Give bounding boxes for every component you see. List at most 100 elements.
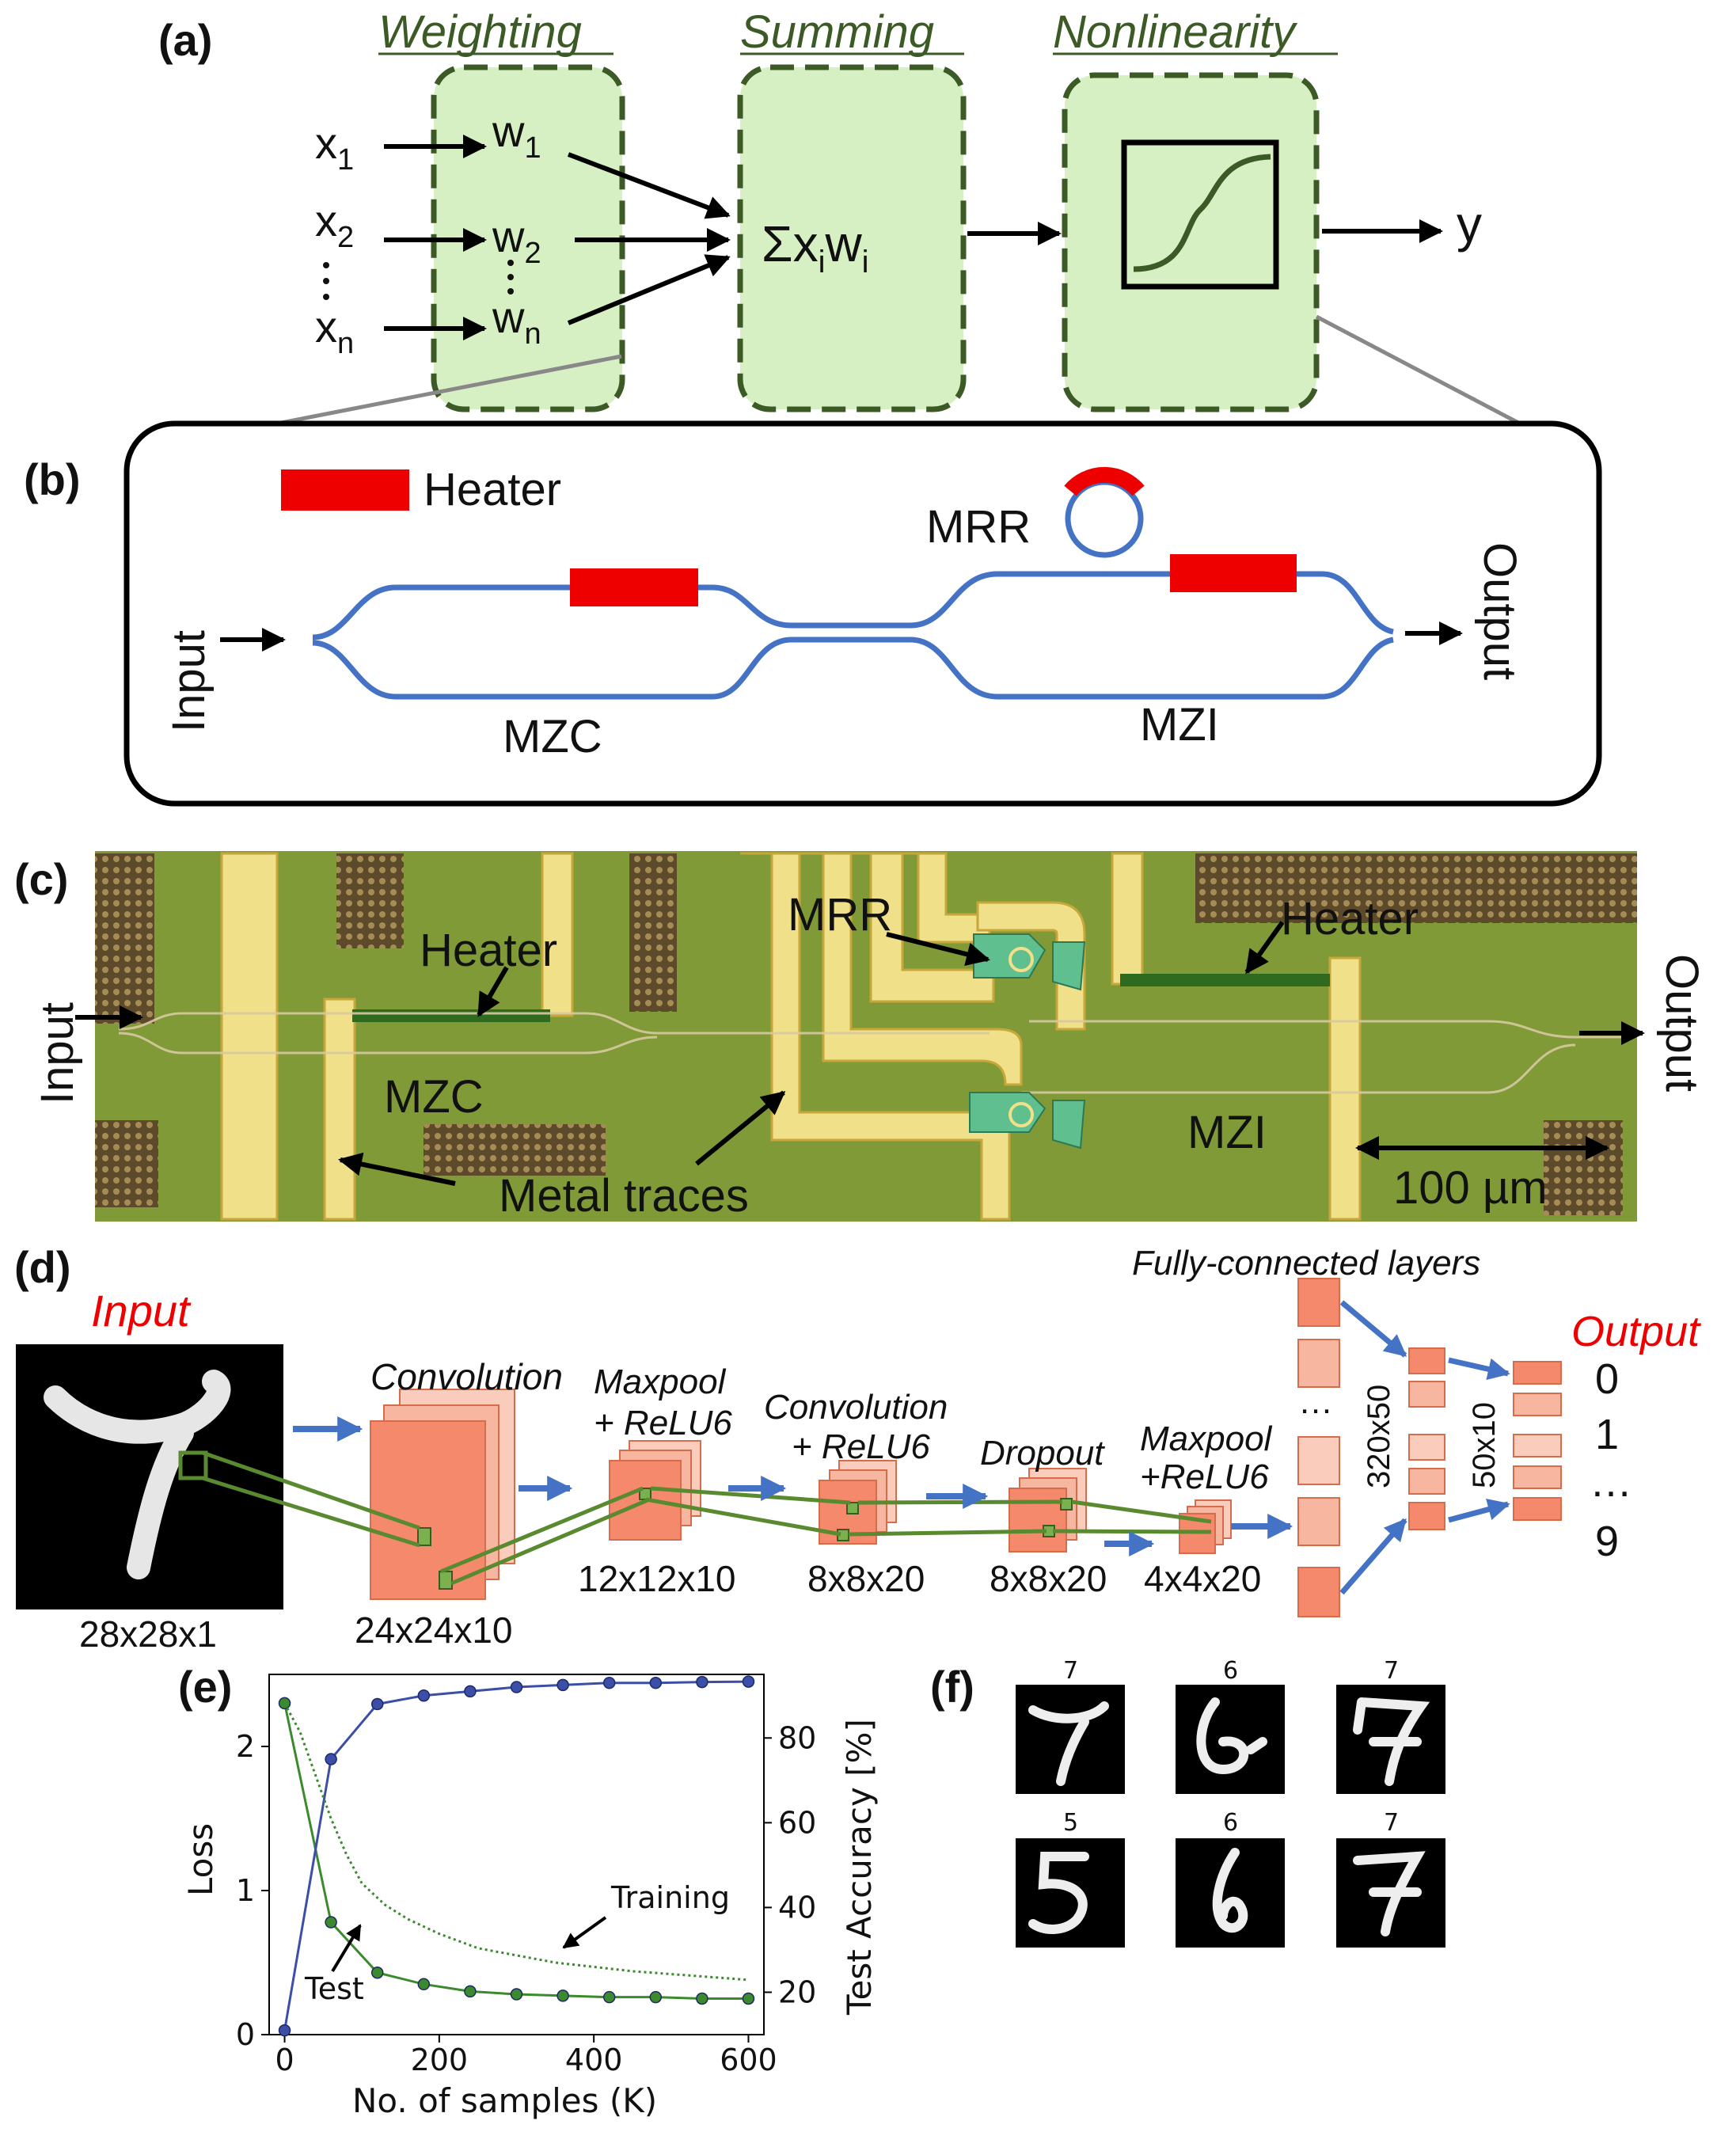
pool2-dim: 4x4x20 [1144, 1558, 1261, 1599]
digit-label-2: 6 [1223, 1657, 1238, 1685]
panel-c-label: (c) [14, 854, 68, 904]
pool2-title-1: Maxpool [1140, 1419, 1273, 1458]
conv2-title-2: + ReLU6 [792, 1427, 930, 1466]
point-test-accuracy [325, 1753, 337, 1765]
digit-label-6: 7 [1384, 1809, 1399, 1837]
summing-box [737, 64, 967, 412]
point-test [742, 1992, 755, 2005]
svg-text:wn: wn [492, 292, 541, 351]
sum-sigma: Σx [762, 215, 819, 272]
panel-e-label: (e) [178, 1662, 232, 1712]
mzc-heater [570, 568, 698, 606]
digit-label-4: 5 [1063, 1809, 1078, 1837]
output-title: Output [1571, 1308, 1701, 1355]
output-y: y [1457, 196, 1482, 253]
chip-mzc-label: MZC [384, 1071, 484, 1123]
y-right-tick-label: 80 [778, 1720, 816, 1755]
point-test [602, 1990, 616, 2004]
x1-label: x [315, 118, 337, 168]
chip-mrr-label: MRR [788, 889, 892, 941]
svg-text:w2: w2 [492, 211, 541, 270]
fc1-column [1297, 1278, 1340, 1617]
chip-input-label: Input [32, 1002, 83, 1104]
sum-w: w [824, 215, 862, 272]
mrr-label-b: MRR [926, 501, 1031, 553]
panel-c: (c) [14, 851, 1708, 1222]
digit-label-1: 7 [1063, 1657, 1078, 1685]
digit-label-5: 6 [1223, 1809, 1238, 1837]
pool2-title-2: +ReLU6 [1140, 1457, 1269, 1496]
point-test [696, 1992, 708, 2005]
output-digit-1: 1 [1595, 1411, 1619, 1458]
point-test [325, 1916, 337, 1929]
point-test [557, 1989, 569, 2002]
dropout-title: Dropout [980, 1434, 1105, 1473]
annotation-test: Test [304, 1971, 364, 2006]
w2-label: w [492, 211, 525, 261]
w1-sub: 1 [524, 131, 541, 165]
heater-legend-label: Heater [424, 464, 561, 515]
conv2-dim: 8x8x20 [807, 1558, 925, 1599]
x-tick-label: 600 [720, 2043, 777, 2077]
w1-label: w [492, 106, 525, 156]
fc2-column [1408, 1347, 1445, 1530]
chip-mzi-label: MZI [1187, 1107, 1267, 1158]
svg-text:Σxiwi: Σxiwi [762, 215, 869, 279]
point-test [510, 1988, 523, 2001]
chip-output-label: Output [1656, 954, 1708, 1092]
point-test-accuracy [602, 1676, 616, 1689]
mzi-heater [1170, 554, 1297, 592]
nonlinearity-title: Nonlinearity [1053, 6, 1297, 58]
svg-text:x1: x1 [315, 118, 354, 177]
conv1-block [370, 1389, 515, 1600]
xn-sub: n [337, 327, 354, 360]
heater-legend-swatch [281, 469, 409, 511]
pool1-dim: 12x12x10 [578, 1558, 736, 1599]
mzi-label-b: MZI [1140, 699, 1219, 751]
point-test-accuracy [370, 1697, 384, 1711]
y-left-tick-label: 2 [236, 1729, 255, 1764]
panel-b-frame [123, 420, 1602, 807]
y-left-tick-label: 1 [236, 1873, 255, 1908]
output-digit-0: 0 [1595, 1355, 1619, 1403]
scale-bar-label: 100 µm [1393, 1162, 1548, 1214]
point-test [464, 1985, 477, 1998]
output-dots: … [1590, 1458, 1632, 1506]
panel-d-label: (d) [14, 1242, 71, 1292]
conv1-title: Convolution [370, 1356, 563, 1397]
panel-a: (a) Weighting Summing Nonlinearity x1 x2… [158, 6, 1521, 426]
chip-heater-right-label: Heater [1281, 893, 1419, 944]
y-right-tick-label: 40 [778, 1890, 816, 1925]
point-test-accuracy [464, 1685, 477, 1698]
conv2-title-1: Convolution [764, 1388, 948, 1427]
svg-text:x2: x2 [315, 196, 354, 254]
svg-text:w1: w1 [492, 106, 541, 165]
metal-traces-label: Metal traces [499, 1170, 749, 1222]
input-title: Input [91, 1286, 192, 1336]
point-test-accuracy [557, 1678, 569, 1692]
x2-label: x [315, 196, 337, 245]
point-test-accuracy [510, 1681, 523, 1693]
chip-mrr-ring-icon [1009, 947, 1034, 972]
output-label-b: Output [1474, 542, 1525, 680]
pool2-block [1179, 1499, 1232, 1554]
x2-sub: 2 [337, 221, 354, 254]
mzc-label-b: MZC [503, 711, 602, 762]
weighting-title: Weighting [378, 6, 582, 58]
sigmoid-icon [1121, 139, 1279, 290]
w2-sub: 2 [524, 237, 541, 270]
x1-sub: 1 [337, 143, 354, 177]
chart-xlabel: No. of samples (K) [352, 2081, 657, 2120]
chip-heater-right [1120, 974, 1330, 986]
dropout-block [1009, 1468, 1087, 1552]
wn-label: w [492, 292, 525, 342]
y-right-tick-label: 60 [778, 1805, 816, 1840]
conv1-dim: 24x24x10 [355, 1609, 513, 1651]
output-digit-9: 9 [1595, 1518, 1619, 1565]
chart-ylabel-left: Loss [181, 1823, 220, 1896]
panel-d: (d) Input 28x28x1 Convolution 24x24x10 M… [14, 1242, 1701, 1655]
svg-text:xn: xn [315, 302, 354, 360]
fc1-ellipsis: … [1298, 1382, 1333, 1421]
panel-f: (f) 7 6 7 5 6 7 [930, 1657, 1445, 1948]
